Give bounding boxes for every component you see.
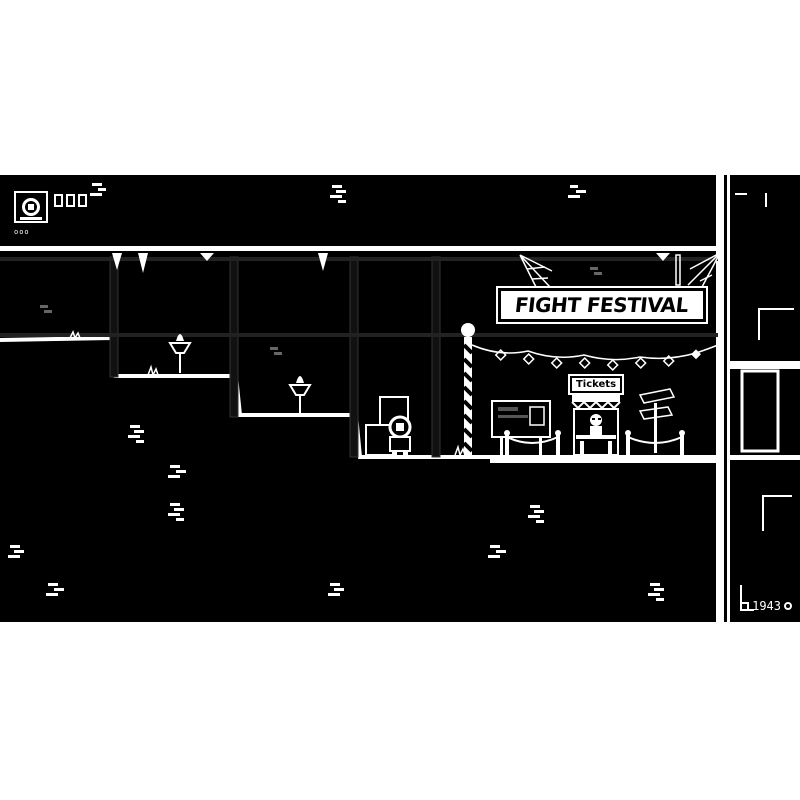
torch-1 [168, 334, 192, 373]
hud-sub-label: ooo [14, 228, 30, 236]
ticket-booth [571, 394, 621, 456]
player-portrait-icon [14, 191, 48, 223]
player-character [388, 415, 412, 456]
right-wall [716, 175, 724, 622]
notice-board [491, 400, 551, 455]
level-scene [0, 175, 800, 622]
health-bar [54, 194, 87, 207]
counter-value: 1943 [752, 599, 781, 613]
tickets-label: Tickets [575, 379, 617, 390]
health-pip [78, 194, 87, 207]
bomb-icon [784, 602, 792, 610]
health-pip [66, 194, 75, 207]
health-pip [54, 194, 63, 207]
game-viewport[interactable]: ooo FIGHT FESTIVAL Tickets 1943 [0, 175, 800, 622]
ceiling-ledge [0, 246, 718, 251]
currency-counter: 1943 [740, 599, 792, 613]
torch-2 [288, 376, 312, 413]
ember-particles [8, 183, 664, 601]
tickets-sign[interactable]: Tickets [568, 374, 624, 395]
item-box-icon [740, 601, 750, 611]
direction-sign [638, 388, 676, 453]
right-chamber-floor [730, 361, 800, 369]
banner-title: FIGHT FESTIVAL [514, 293, 690, 317]
stage-floor [490, 457, 718, 463]
right-door [740, 369, 780, 453]
fight-festival-banner: FIGHT FESTIVAL [496, 286, 708, 324]
striped-pole [461, 323, 475, 455]
